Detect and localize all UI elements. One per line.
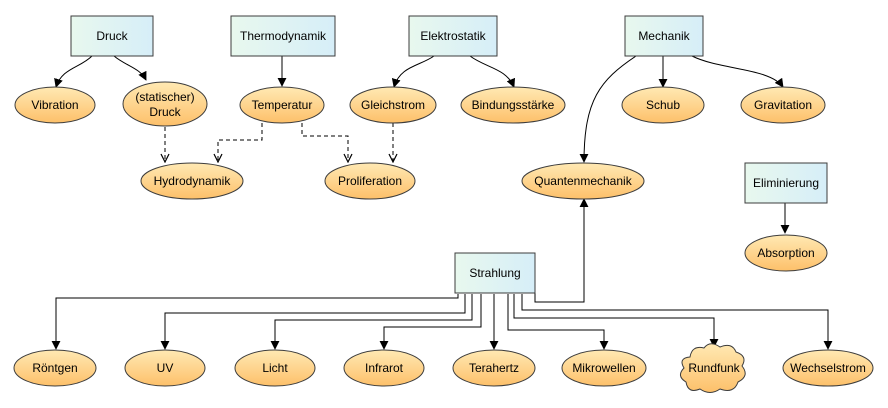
node-proliferation[interactable]: Proliferation [324,162,416,200]
node-roentgen[interactable]: Röntgen [13,349,97,387]
node-label: Infrarot [365,361,404,375]
edge-druck-statischer-druck [113,55,147,81]
node-elektrostatik[interactable]: Elektrostatik [408,15,498,57]
edge-strahlung-wechselstrom [521,294,833,350]
node-absorption[interactable]: Absorption [744,234,828,272]
node-label: Mechanik [638,29,690,43]
node-infrarot[interactable]: Infrarot [343,349,425,387]
edge-strahlung-mikrowellen [507,294,609,350]
node-vibration[interactable]: Vibration [14,86,96,124]
concept-nodes: Vibration (statischer) Druck Temperatur … [13,81,874,393]
node-label: Wechselstrom [790,361,866,375]
node-label: Temperatur [252,98,313,112]
category-nodes: Druck Thermodynamik Elektrostatik Mechan… [70,15,828,294]
node-label: Proliferation [338,174,402,188]
node-label: Thermodynamik [240,29,327,43]
edge-elektrostatik-bindungsstaerke [469,55,515,88]
edge-strahlung-infrarot [379,294,482,350]
node-label-line-2: Druck [149,105,181,119]
edge-strahlung-rundfunk [513,294,719,348]
node-label: Hydrodynamik [154,174,232,188]
node-label: Vibration [31,98,78,112]
node-label: Elektrostatik [420,29,486,43]
node-label: Rundfunk [688,361,740,375]
edge-elektrostatik-gleichstrom [391,55,435,88]
node-label: UV [157,361,174,375]
edge-strahlung-quantenmechanik [534,198,589,303]
edge-temperatur-proliferation [301,123,348,162]
node-terahertz[interactable]: Terahertz [452,349,536,387]
node-label: Absorption [757,246,814,260]
edges-layer [51,55,833,350]
node-wechselstrom[interactable]: Wechselstrom [782,349,874,387]
edge-druck-vibration [54,55,93,88]
edge-strahlung-roentgen [51,294,459,350]
node-thermodynamik[interactable]: Thermodynamik [230,15,336,57]
node-label: Druck [96,29,128,43]
cloud-shape [680,343,746,393]
node-label: Schub [646,98,680,112]
node-druck[interactable]: Druck [70,15,154,57]
node-label: Eliminierung [753,176,819,190]
node-hydrodynamik[interactable]: Hydrodynamik [140,162,244,200]
node-mikrowellen[interactable]: Mikrowellen [561,349,647,387]
node-quantenmechanik[interactable]: Quantenmechanik [521,162,645,200]
node-label-line-1: (statischer) [135,90,194,104]
node-eliminierung[interactable]: Eliminierung [744,162,828,204]
edge-mechanik-gravitation [691,55,784,88]
node-label: Bindungsstärke [472,98,555,112]
node-mechanik[interactable]: Mechanik [624,15,704,57]
node-bindungsstaerke[interactable]: Bindungsstärke [460,86,566,124]
node-label: Mikrowellen [572,361,635,375]
node-rundfunk[interactable]: Rundfunk [680,343,746,393]
node-label: Licht [262,361,288,375]
node-statischer-druck[interactable]: (statischer) Druck [122,81,208,127]
node-label: Strahlung [469,266,520,280]
node-gleichstrom[interactable]: Gleichstrom [349,86,437,124]
node-strahlung[interactable]: Strahlung [454,252,536,294]
node-label: Terahertz [469,361,519,375]
node-temperatur[interactable]: Temperatur [239,86,325,124]
node-label: Gravitation [754,98,812,112]
edge-strahlung-licht [270,294,473,350]
node-label: Quantenmechanik [534,174,632,188]
node-licht[interactable]: Licht [234,349,316,387]
node-label: Röntgen [32,361,77,375]
node-gravitation[interactable]: Gravitation [740,86,826,124]
node-schub[interactable]: Schub [621,86,705,124]
node-label: Gleichstrom [361,98,425,112]
node-uv[interactable]: UV [124,349,206,387]
edge-strahlung-uv [160,294,466,350]
edge-mechanik-quantenmechanik [579,55,637,163]
edge-temperatur-hydrodynamik [218,123,263,162]
